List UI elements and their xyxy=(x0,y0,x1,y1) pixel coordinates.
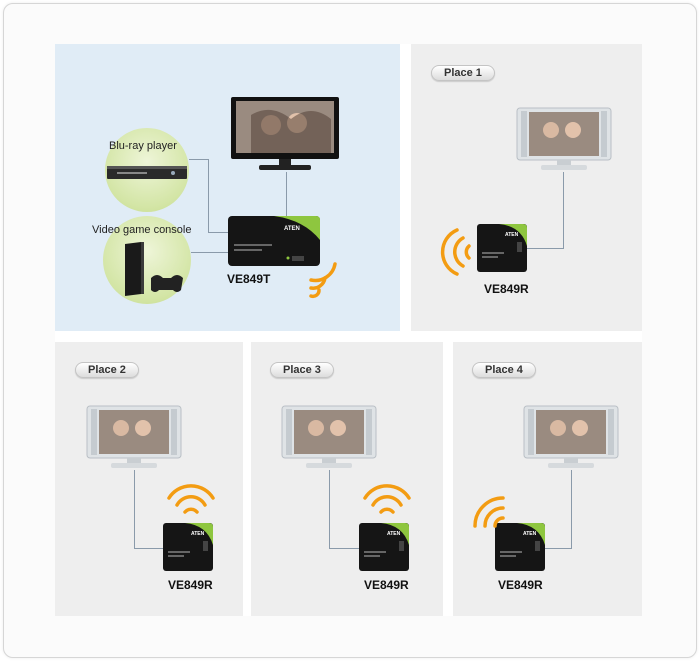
place-2-connector-vert xyxy=(134,470,135,548)
place-3-panel: Place 3 ATEN VE849R xyxy=(251,342,443,616)
place-1-connector-horiz xyxy=(526,248,564,249)
tv-monitor-icon xyxy=(86,405,182,468)
game-console-icon xyxy=(125,242,183,296)
source-panel: Blu-ray player Video game console xyxy=(55,44,400,331)
receiver-device-icon: ATEN xyxy=(163,523,213,571)
tv-monitor-icon xyxy=(231,97,339,170)
place-4-receiver-brand: ATEN xyxy=(523,531,537,537)
wireless-signal-icon xyxy=(473,496,505,528)
wireless-signal-icon xyxy=(167,484,215,514)
tv-monitor-icon xyxy=(523,405,619,468)
receiver-device-icon: ATEN xyxy=(359,523,409,571)
place-3-model-label: VE849R xyxy=(364,578,409,592)
place-2-panel: Place 2 ATEN VE849R xyxy=(55,342,243,616)
bluray-connector xyxy=(189,159,209,160)
diagram-grid: Blu-ray player Video game console xyxy=(55,44,642,616)
tv-monitor-icon xyxy=(516,107,612,170)
console-connector xyxy=(191,252,228,253)
place-3-receiver-brand: ATEN xyxy=(387,531,401,537)
bluray-player-icon xyxy=(107,166,187,179)
transmitter-model-label: VE849T xyxy=(227,272,271,286)
place-2-label: Place 2 xyxy=(75,362,139,378)
place-2-receiver-brand: ATEN xyxy=(191,531,205,537)
place-1-receiver-brand: ATEN xyxy=(505,232,519,238)
place-2-model-label: VE849R xyxy=(168,578,213,592)
transmitter-brand: ATEN xyxy=(284,226,300,232)
place-1-connector-vert xyxy=(563,172,564,248)
place-3-connector-horiz xyxy=(329,548,360,549)
place-1-label: Place 1 xyxy=(431,65,495,81)
place-4-model-label: VE849R xyxy=(498,578,543,592)
wireless-signal-icon xyxy=(440,228,471,276)
place-3-connector-vert xyxy=(329,470,330,548)
place-1-model-label: VE849R xyxy=(484,282,529,296)
place-4-panel: Place 4 ATEN VE849R xyxy=(453,342,642,616)
wireless-signal-icon xyxy=(309,262,337,299)
wireless-signal-icon xyxy=(363,484,411,514)
place-4-connector-vert xyxy=(571,470,572,548)
bluray-connector-vert xyxy=(208,159,209,232)
place-4-label: Place 4 xyxy=(472,362,536,378)
place-3-label: Place 3 xyxy=(270,362,334,378)
receiver-device-icon: ATEN xyxy=(477,224,527,272)
place-2-connector-horiz xyxy=(134,548,164,549)
place-1-panel: Place 1 ATEN VE849R xyxy=(411,44,642,331)
bluray-connector-end xyxy=(208,232,228,233)
tv-connector xyxy=(286,172,287,217)
tv-monitor-icon xyxy=(281,405,377,468)
bluray-label: Blu-ray player xyxy=(109,140,177,152)
transmitter-device-icon: ATEN xyxy=(228,216,320,266)
receiver-device-icon: ATEN xyxy=(495,523,545,571)
console-label: Video game console xyxy=(92,224,192,236)
place-4-connector-horiz xyxy=(543,548,572,549)
